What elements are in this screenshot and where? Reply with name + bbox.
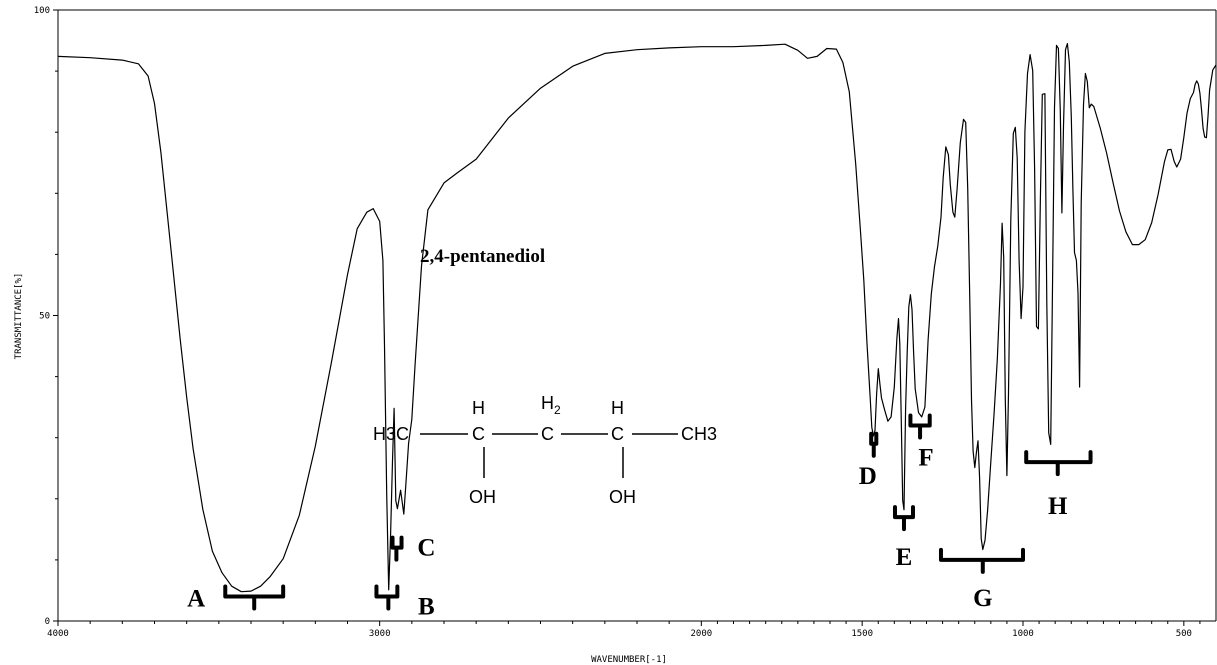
- carbon-2-hydrogen: H: [472, 398, 485, 418]
- structural-formula: H3C C H OH C H 2 C H OH CH3: [373, 393, 717, 507]
- peak-label-g: G: [973, 585, 992, 612]
- peak-bracket-c: [390, 535, 404, 562]
- x-tick-label: 500: [1176, 629, 1192, 639]
- hydroxyl-1-label: OH: [469, 487, 496, 507]
- carbon-2-label: C: [472, 424, 485, 444]
- peak-bracket-e: [892, 505, 915, 532]
- x-tick-label: 1500: [851, 629, 873, 639]
- right-methyl-label: CH3: [681, 424, 717, 444]
- hydroxyl-2-label: OH: [609, 487, 636, 507]
- compound-title: 2,4-pentanediol: [420, 246, 545, 267]
- transmittance-trace: [57, 43, 1217, 593]
- peak-bracket-f: [908, 413, 932, 440]
- carbon-3-label: C: [541, 424, 554, 444]
- x-tick-label: 4000: [47, 629, 69, 639]
- x-axis-ticks: 4000 3000 2000 1500 1000 500: [47, 621, 1201, 639]
- y-tick-label: 0: [45, 617, 50, 627]
- peak-label-e: E: [896, 544, 913, 571]
- peak-label-f: F: [918, 444, 933, 471]
- peak-bracket-g: [938, 547, 1025, 574]
- x-tick-label: 3000: [369, 629, 391, 639]
- peak-label-c: C: [417, 535, 435, 562]
- methylene-subscript: 2: [554, 403, 561, 417]
- peak-annotations: A B C D E F G H: [187, 413, 1093, 621]
- peak-bracket-a: [223, 584, 286, 611]
- carbon-4-label: C: [611, 424, 624, 444]
- peak-bracket-b: [374, 584, 400, 611]
- peak-label-d: D: [859, 463, 877, 490]
- y-axis-title: TRANSMITTANCE[%]: [14, 273, 24, 360]
- methylene-hydrogen: H: [541, 393, 554, 413]
- x-tick-label: 2000: [690, 629, 712, 639]
- y-tick-label: 100: [34, 6, 50, 16]
- left-methyl-label: H3C: [373, 424, 409, 444]
- y-tick-label: 50: [39, 312, 50, 322]
- peak-bracket-d: [869, 431, 879, 458]
- peak-label-a: A: [187, 586, 205, 613]
- peak-label-b: B: [418, 594, 435, 621]
- carbon-4-hydrogen: H: [611, 398, 624, 418]
- x-axis-title: WAVENUMBER[-1]: [591, 655, 667, 665]
- peak-bracket-h: [1024, 450, 1093, 477]
- peak-label-h: H: [1048, 493, 1068, 520]
- y-axis-ticks: 0 50 100: [34, 6, 58, 627]
- x-tick-label: 1000: [1012, 629, 1034, 639]
